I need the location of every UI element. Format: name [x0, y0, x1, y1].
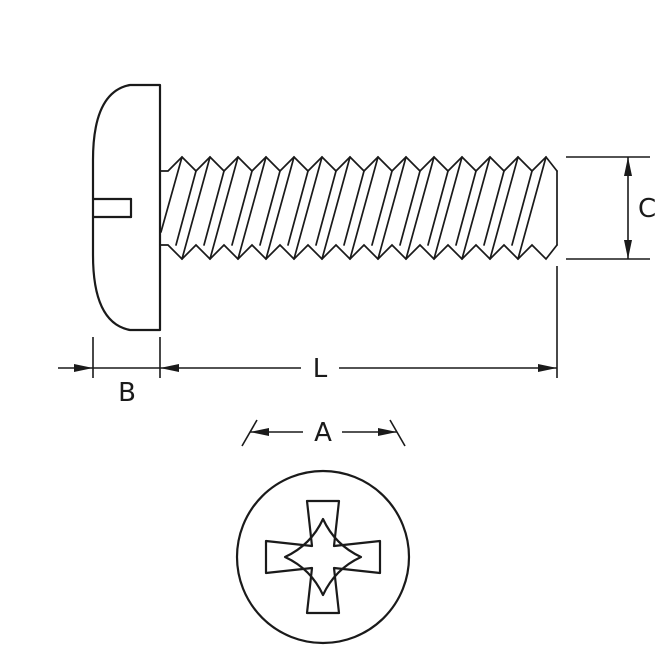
- thread-helix-lines: [160, 156, 547, 260]
- phillips-inner-diamond: [283, 517, 363, 597]
- thread-line: [405, 156, 435, 260]
- head-profile: [91, 83, 162, 332]
- screw-head-top-view: A: [235, 418, 411, 645]
- phillips-recess: [264, 499, 382, 615]
- screw-side-view: C L B: [58, 83, 656, 408]
- dimension-a: A: [241, 418, 406, 448]
- thread-line: [231, 170, 253, 246]
- thread-line: [321, 156, 351, 260]
- thread-line: [203, 170, 225, 246]
- thread-line: [343, 170, 365, 246]
- thread-line: [377, 156, 407, 260]
- dimension-c: C: [566, 156, 656, 260]
- thread-line: [427, 170, 449, 246]
- phillips-cross-outline: [264, 499, 382, 615]
- thread-line: [511, 170, 533, 246]
- screw-head-side: [91, 83, 162, 332]
- thread-line: [433, 156, 463, 260]
- thread-line: [265, 156, 295, 260]
- thread-line: [293, 156, 323, 260]
- thread-bottom-edge: [159, 243, 558, 261]
- thread-line: [461, 156, 491, 260]
- head-outline-circle: [235, 469, 411, 645]
- dim-a-arrow-right: [378, 428, 397, 436]
- thread-line: [160, 156, 183, 233]
- head-slot: [92, 197, 133, 219]
- thread-line: [181, 156, 211, 260]
- thread-line: [237, 156, 267, 260]
- thread-line: [259, 170, 281, 246]
- dim-a-arrow-left: [250, 428, 269, 436]
- screw-shank-threads: [159, 155, 558, 261]
- thread-line: [349, 156, 379, 260]
- thread-line: [175, 170, 197, 246]
- thread-line: [455, 170, 477, 246]
- thread-line: [483, 170, 505, 246]
- dimension-l-and-b: L B: [58, 266, 558, 408]
- thread-line: [315, 170, 337, 246]
- dim-c-arrow-top: [624, 157, 632, 176]
- dim-lb-arrow-mid: [160, 364, 179, 372]
- thread-line: [517, 156, 547, 260]
- dim-a-extension-left: [241, 419, 258, 447]
- dim-a-label: A: [314, 418, 332, 448]
- dim-l-arrow-right: [538, 364, 557, 372]
- thread-line: [399, 170, 421, 246]
- thread-line: [287, 170, 309, 246]
- dim-b-label: B: [118, 378, 136, 408]
- dim-l-label: L: [313, 354, 328, 384]
- dim-c-arrow-bottom: [624, 240, 632, 259]
- thread-line: [209, 156, 239, 260]
- thread-top-edge: [159, 155, 558, 173]
- thread-line: [371, 170, 393, 246]
- dim-b-arrow-left: [74, 364, 93, 372]
- dim-c-label: C: [638, 194, 656, 224]
- thread-line: [489, 156, 519, 260]
- dim-a-extension-right: [389, 419, 406, 447]
